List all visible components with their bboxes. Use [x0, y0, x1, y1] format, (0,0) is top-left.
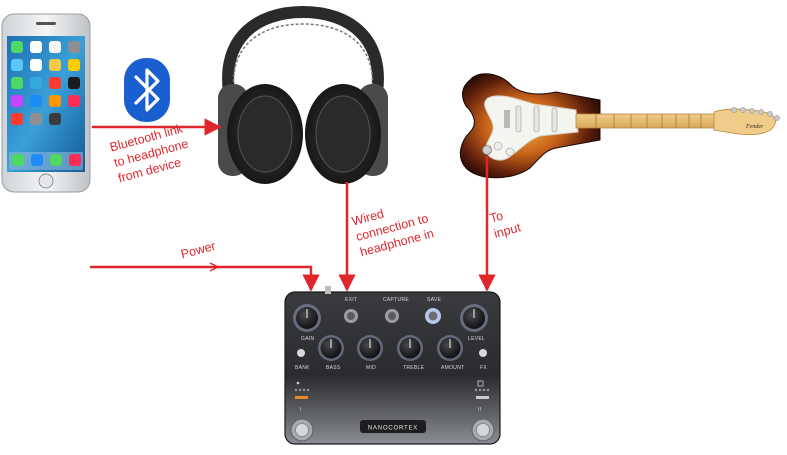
footswitch-label-2: II — [478, 407, 481, 413]
phone-home-button — [38, 173, 54, 189]
save-button — [425, 308, 441, 324]
pedal-label-save: SAVE — [427, 297, 442, 303]
treble-knob — [397, 335, 423, 361]
pedal-label-gain: GAIN — [301, 336, 315, 342]
phone-speaker — [36, 22, 56, 25]
pedal-label-treble: TREBLE — [403, 365, 425, 371]
pedal-label-bank: BANK — [295, 365, 310, 371]
pedal-label-mid: MID — [366, 365, 376, 371]
bluetooth-icon — [124, 58, 170, 122]
pedal-label-amount: AMOUNT — [441, 365, 464, 371]
exit-button — [344, 309, 358, 323]
pedal-label-exit: EXIT — [345, 297, 357, 303]
preset-leds-right — [474, 380, 490, 399]
pedal-label-capture: CAPTURE — [383, 297, 409, 303]
headstock — [713, 108, 776, 136]
footswitch-right — [471, 418, 495, 442]
left-ear-cup — [218, 84, 303, 184]
tuning-pegs — [731, 107, 780, 121]
amount-knob — [437, 335, 463, 361]
preset-leds-left — [294, 381, 310, 399]
headphones — [218, 5, 388, 184]
power-jack — [325, 286, 331, 294]
output-jack — [482, 145, 492, 155]
pedal-label-bass: BASS — [326, 365, 341, 371]
electric-guitar: Fender — [459, 73, 780, 179]
right-ear-cup — [305, 84, 388, 184]
bank-button — [297, 349, 305, 357]
footswitch-left — [290, 418, 314, 442]
fx-button — [479, 349, 487, 357]
capture-button — [385, 309, 399, 323]
pedal-label-fx: FX — [480, 365, 487, 371]
footswitch-label-1: I — [300, 407, 302, 413]
mid-knob — [357, 335, 383, 361]
guitar-logo: Fender — [745, 124, 764, 130]
gain-knob — [293, 304, 321, 332]
pedal-label-level: LEVEL — [468, 336, 485, 342]
connection-arrows — [90, 118, 496, 292]
pedal-brand-logo: NANOCORTEX — [368, 426, 418, 432]
nano-cortex-pedal: EXIT CAPTURE SAVE GAIN LEVEL — [284, 286, 501, 445]
guitar-neck — [575, 113, 717, 129]
app-icons — [9, 41, 83, 170]
smartphone — [1, 13, 91, 193]
bass-knob — [318, 335, 344, 361]
level-knob — [460, 304, 488, 332]
arrow-power — [90, 265, 320, 292]
